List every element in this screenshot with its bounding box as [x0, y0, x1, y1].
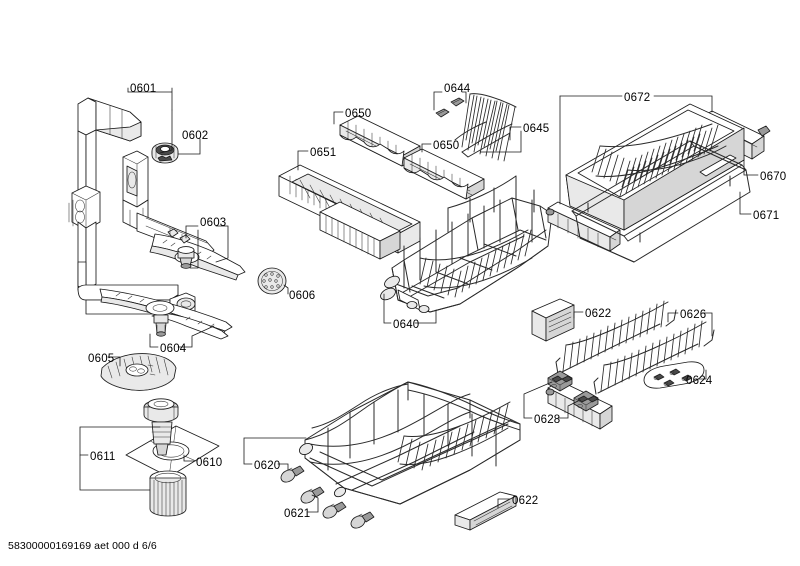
part-0603-upper-spray-arm	[122, 150, 246, 281]
label-0611: 0611	[90, 451, 116, 463]
label-0624: 0624	[686, 375, 713, 387]
label-0620: 0620	[254, 460, 281, 472]
part-0602-bearing-cap	[151, 142, 179, 164]
part-0672-runner-left	[545, 201, 621, 252]
part-0621-roller-a	[300, 486, 325, 504]
label-0650-b: 0650	[433, 140, 460, 152]
part-0621-roller-b	[322, 501, 347, 519]
label-0610: 0610	[196, 457, 223, 469]
label-0603: 0603	[200, 217, 227, 229]
label-0622-upper: 0622	[585, 308, 612, 320]
label-0606: 0606	[289, 290, 316, 302]
part-lower-basket	[299, 381, 521, 505]
part-0622-trim-strip-lower	[454, 491, 517, 531]
part-0645-tine-rack	[454, 93, 517, 162]
part-0611-micro-filter	[143, 398, 187, 517]
label-0651: 0651	[310, 147, 337, 159]
leader-lines	[79, 87, 759, 513]
part-0626-plate-rack-a	[555, 300, 677, 375]
label-0601: 0601	[130, 83, 157, 95]
part-0640-upper-basket	[380, 175, 553, 313]
label-0670: 0670	[760, 171, 787, 183]
label-0644: 0644	[444, 83, 471, 95]
label-0640: 0640	[393, 319, 420, 331]
part-0670-cutlery-drawer	[565, 103, 745, 231]
part-0606-filter-disc	[257, 267, 287, 295]
part-0626-plate-rack-b	[593, 320, 715, 395]
label-0628: 0628	[534, 414, 561, 426]
part-0644-end-caps	[435, 97, 465, 118]
label-0605: 0605	[88, 353, 115, 365]
label-0622-lower: 0622	[512, 495, 539, 507]
part-0620-roller	[280, 465, 305, 483]
document-footer-code: 58300000169169 aet 000 d 6/6	[8, 540, 157, 552]
label-0650-a: 0650	[345, 108, 372, 120]
part-0622-trim-strip-upper	[531, 298, 575, 342]
part-0651-cutlery-shelf	[278, 164, 421, 260]
part-0621-roller-c	[350, 511, 375, 529]
label-0672: 0672	[624, 92, 651, 104]
label-0626: 0626	[680, 309, 707, 321]
part-0624-fastener-set	[643, 361, 705, 389]
label-0602: 0602	[182, 130, 209, 142]
label-0604: 0604	[160, 343, 187, 355]
part-0650-support-mat-b	[403, 148, 485, 200]
label-0671: 0671	[753, 210, 780, 222]
part-0671-drawer-frame	[571, 140, 751, 263]
label-0621: 0621	[284, 508, 311, 520]
part-0601-water-supply-tube	[68, 97, 196, 317]
part-0604-lower-spray-arm	[99, 288, 233, 340]
label-0645: 0645	[523, 123, 550, 135]
